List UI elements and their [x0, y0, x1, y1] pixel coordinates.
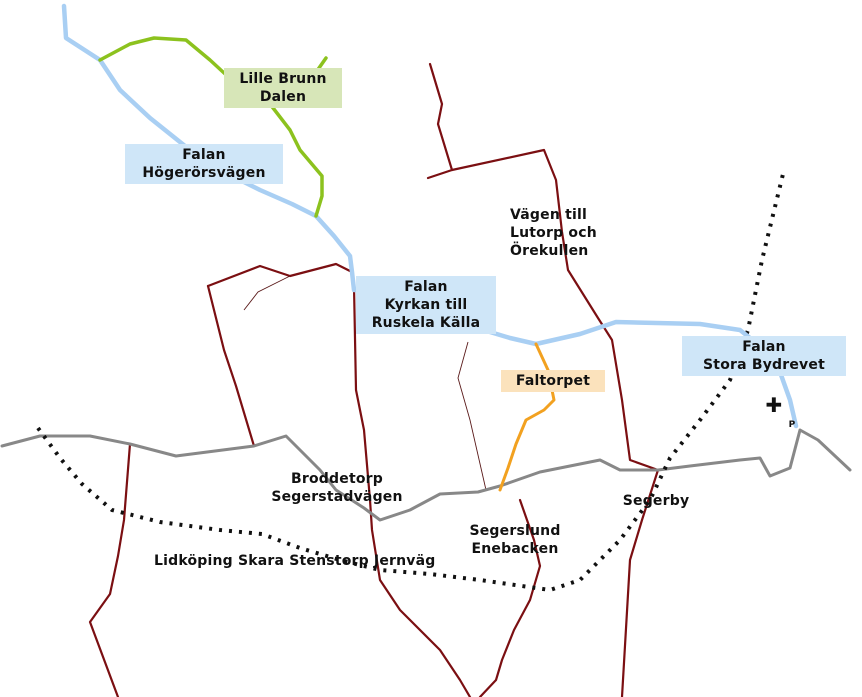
road-to-lutorp	[450, 148, 660, 697]
paths-thin	[243, 275, 487, 491]
church-icon: ✚	[765, 393, 783, 417]
label-falan-stora-bydrevet: Falan Stora Bydrevet	[682, 336, 846, 376]
label-falan-kyrkan: Falan Kyrkan till Ruskela Källa	[356, 276, 496, 334]
path-thin-left	[243, 275, 291, 311]
road-central-south	[352, 284, 472, 697]
label-faltorpet: Faltorpet	[501, 370, 605, 392]
road-left-down	[206, 284, 256, 448]
path-thin-center	[457, 341, 487, 491]
label-segerslund: Segerslund Enebacken	[469, 523, 561, 557]
road-left-loop	[206, 262, 354, 288]
road-gray-main	[0, 428, 852, 522]
parking-icon: P	[788, 420, 796, 430]
road-segerslund-south	[478, 498, 542, 697]
trail-blue	[61, 3, 799, 429]
label-segerby: Segerby	[622, 493, 690, 509]
label-falan-hogerorsvagen: Falan Högerörsvägen	[125, 144, 283, 184]
label-railway: Lidköping Skara Stenstorp Jernväg	[154, 553, 436, 569]
trail-orange	[498, 342, 556, 492]
road-west-south	[88, 442, 132, 697]
road-top-fork	[426, 62, 454, 180]
railway-line	[36, 169, 786, 593]
label-broddetorp: Broddetorp Segerstadvägen	[271, 471, 403, 505]
label-lille-brunn-dalen: Lille Brunn Dalen	[224, 68, 342, 108]
label-vagen-lutorp: Vägen till Lutorp och Örekullen	[510, 207, 597, 259]
trail-green	[98, 36, 324, 218]
road-network	[88, 62, 660, 697]
